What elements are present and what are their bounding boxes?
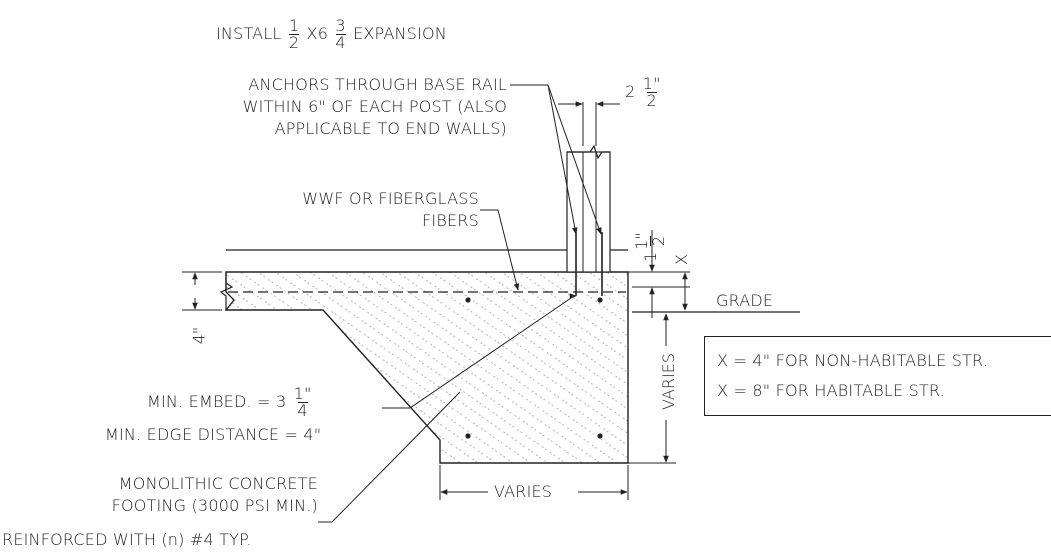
anchors-line-2: WITHIN 6" OF EACH POST (ALSO xyxy=(242,97,507,116)
embed-fraction: 1"4 xyxy=(293,384,312,420)
install-mid: X6 xyxy=(306,24,329,43)
anchors-line-1: ANCHORS THROUGH BASE RAIL xyxy=(248,75,507,94)
x-legend-line-1: X = 4" FOR NON-HABITABLE STR. xyxy=(717,351,989,370)
x-legend-line-2: X = 8" FOR HABITABLE STR. xyxy=(717,381,945,400)
anchors-line-3: APPLICABLE TO END WALLS) xyxy=(274,119,507,138)
embed-leader xyxy=(382,295,575,409)
x-dimension-label: X xyxy=(671,254,691,265)
width-varies-label: VARIES xyxy=(494,481,553,503)
edge-distance-note: MIN. EDGE DISTANCE = 4" xyxy=(105,425,322,444)
install-suffix: EXPANSION xyxy=(353,24,447,43)
rebar-dot xyxy=(465,297,471,303)
footing-note: MONOLITHIC CONCRETE FOOTING (3000 PSI MI… xyxy=(112,473,318,517)
wwf-leader xyxy=(480,209,520,291)
base-rail xyxy=(566,151,611,273)
embed-prefix: MIN. EMBED. = 3 xyxy=(147,392,287,411)
footing-line-2: FOOTING (3000 PSI MIN.) xyxy=(111,496,318,515)
footing-leader xyxy=(318,391,461,523)
concrete-footing xyxy=(224,271,629,464)
wwf-note: WWF OR FIBERGLASS FIBERS xyxy=(302,188,479,232)
depth-varies-label: VARIES xyxy=(658,353,678,410)
post-width-dimension: 2 1"2 xyxy=(625,74,661,110)
footing-line-1: MONOLITHIC CONCRETE xyxy=(118,474,318,493)
post-break-line xyxy=(567,144,610,160)
wwf-line-2: FIBERS xyxy=(422,211,479,230)
rebar-dot xyxy=(465,433,471,439)
embed-note: MIN. EMBED. = 3 1"4 xyxy=(147,386,314,419)
slab-break-line xyxy=(219,272,234,310)
footing-line-3: REINFORCED WITH (n) #4 TYP. xyxy=(2,530,252,549)
rebar-dot xyxy=(597,297,603,303)
x-legend-box xyxy=(704,336,1051,416)
top-offset-dimension: 1 1"2 xyxy=(631,232,668,262)
slab-thickness-label: 4" xyxy=(189,326,209,345)
rebar-dot xyxy=(597,433,603,439)
wwf-line-1: WWF OR FIBERGLASS xyxy=(302,189,479,208)
grade-label: GRADE xyxy=(716,291,774,310)
install-prefix: INSTALL xyxy=(216,24,282,43)
anchors-note: ANCHORS THROUGH BASE RAIL WITHIN 6" OF E… xyxy=(243,74,507,140)
